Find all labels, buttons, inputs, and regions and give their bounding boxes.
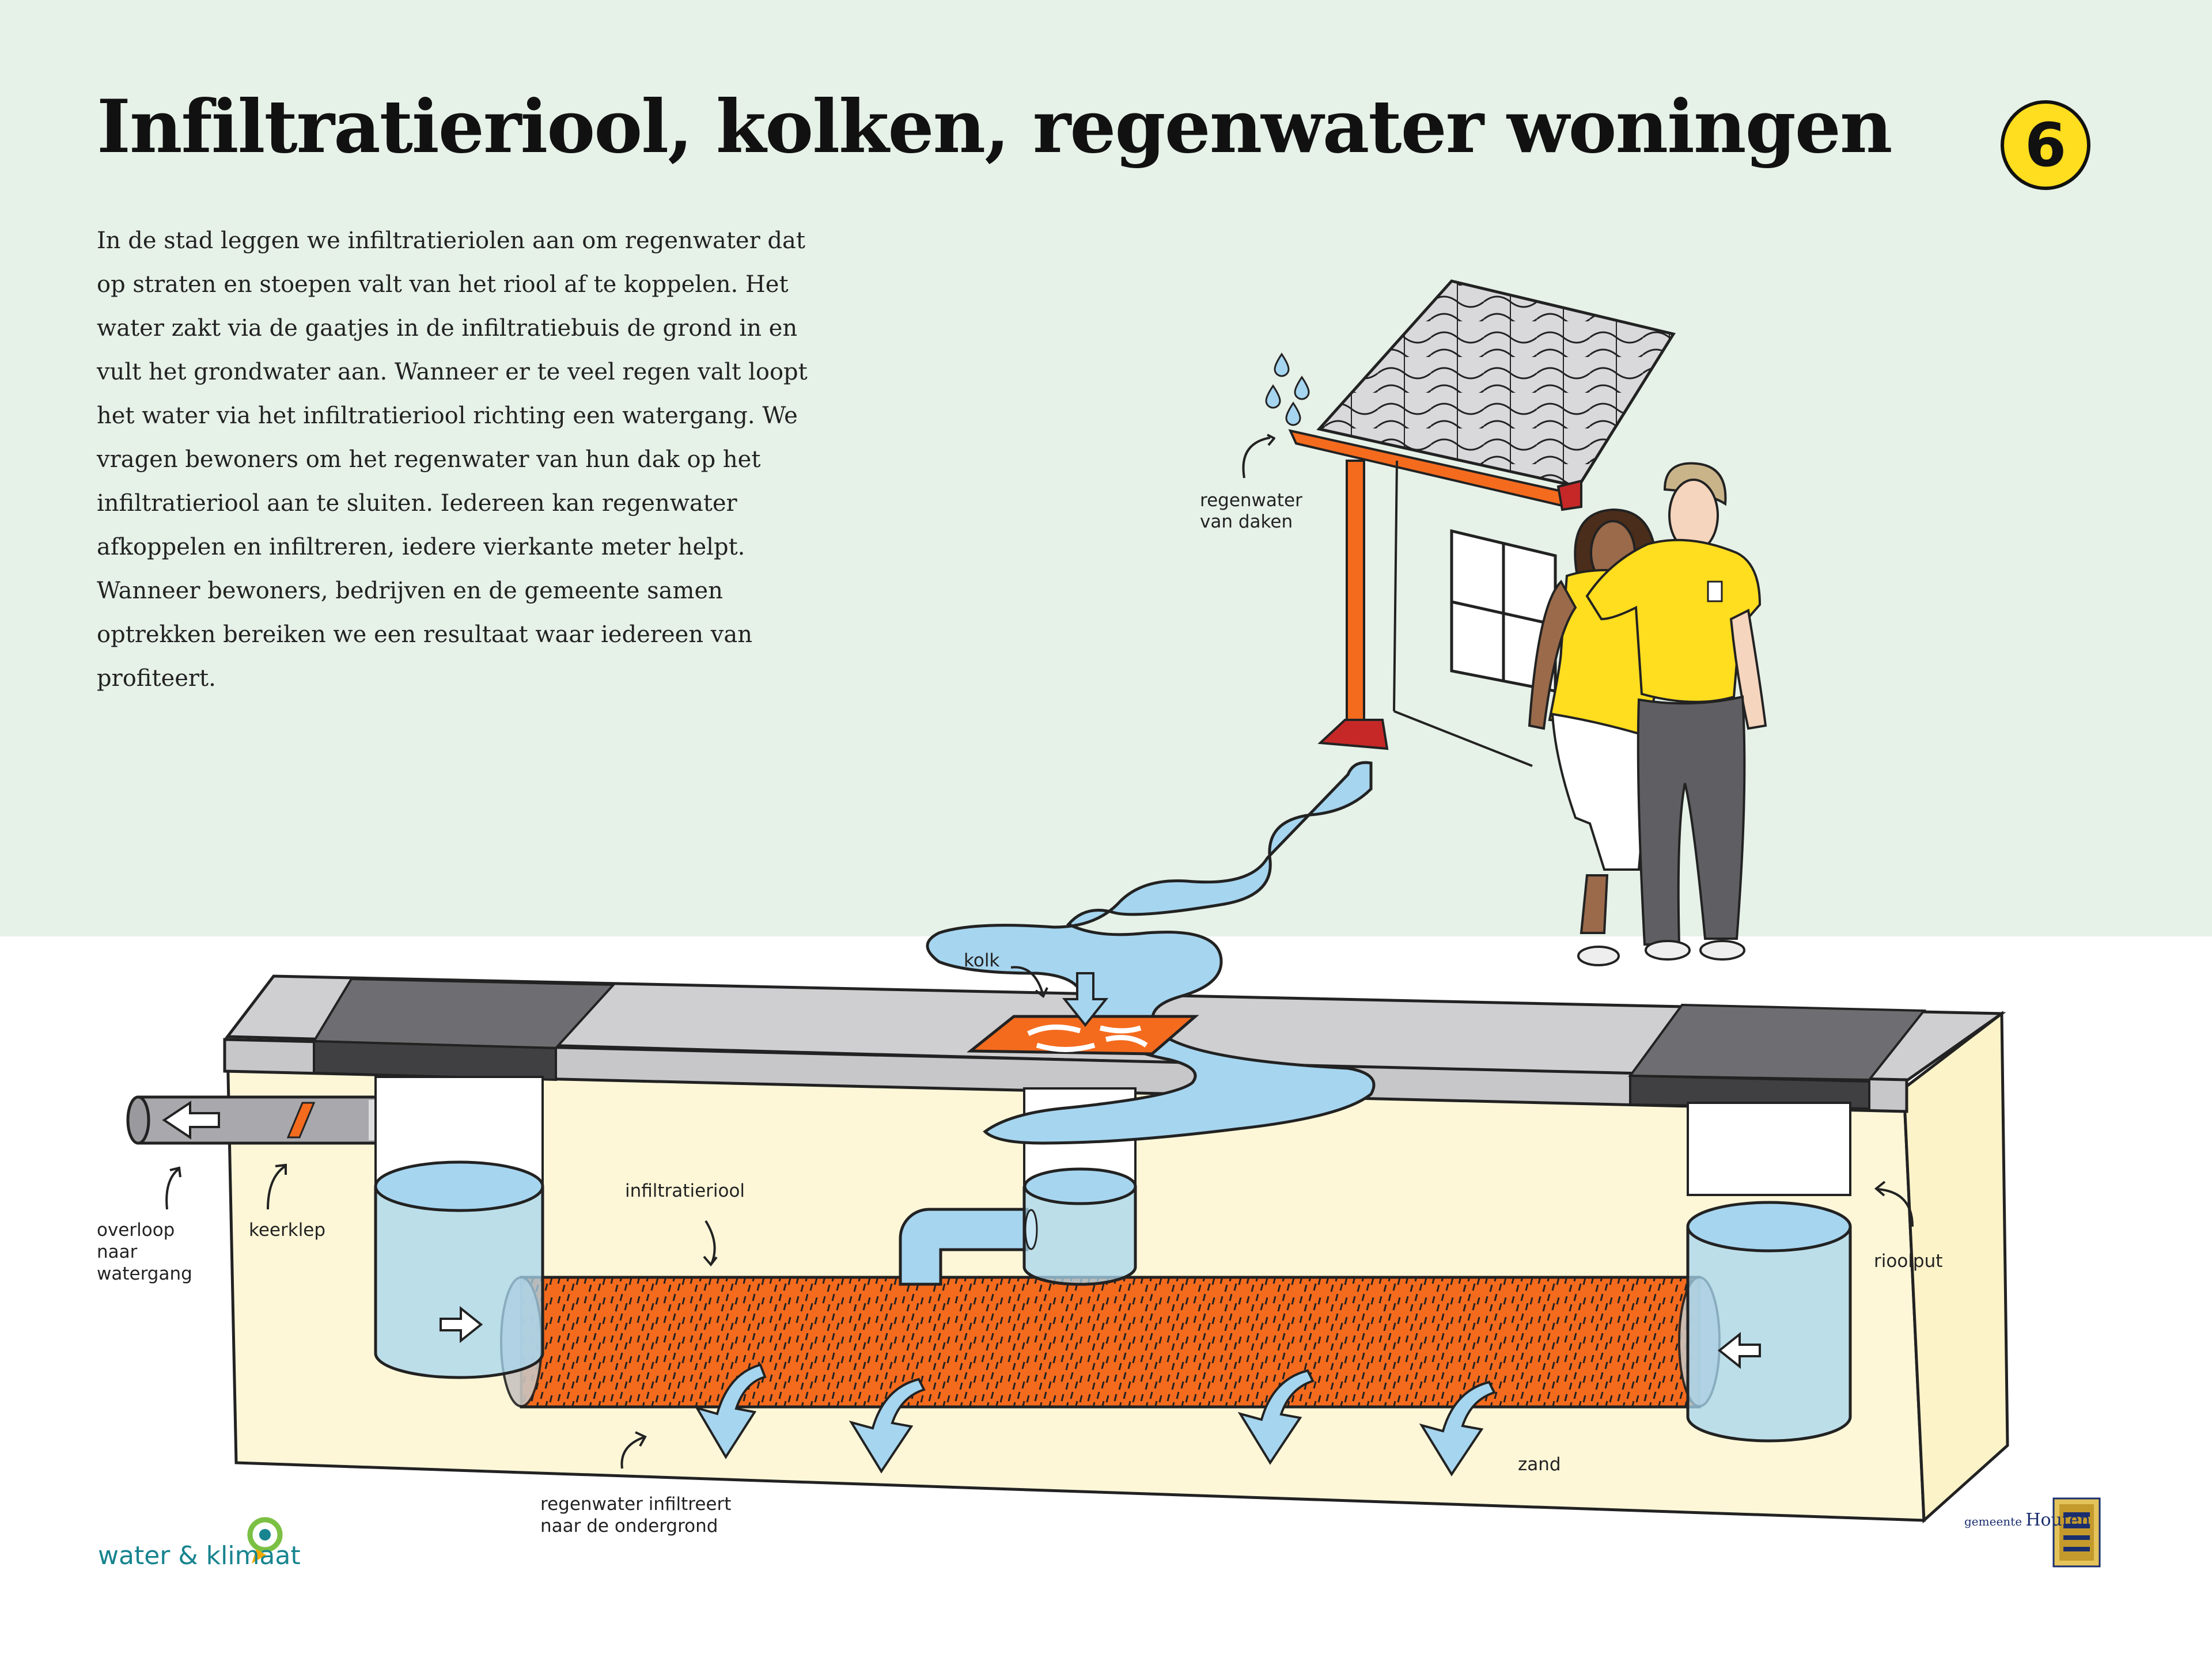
arrow-icon	[1242, 437, 1271, 479]
downpipe-icon	[1346, 460, 1365, 727]
water-stream	[926, 761, 1376, 1145]
woman-legs	[1580, 874, 1609, 934]
houten-coat-of-arms-icon	[2052, 1497, 2101, 1568]
asphalt-left-front	[313, 1039, 557, 1082]
arrow-icon	[169, 1166, 181, 1178]
water-klimaat-logo-icon	[247, 1517, 283, 1564]
diagram-labels: regenwater van daken kolk infiltratierio…	[97, 490, 1942, 1536]
raindrop-icon	[1265, 352, 1310, 426]
label-infiltreert-1: regenwater infiltreert	[540, 1494, 731, 1515]
label-rioolput: rioolput	[1874, 1251, 1942, 1272]
houten-logo: gemeente Houten	[1964, 1510, 2090, 1530]
woman-arm	[1528, 579, 1577, 730]
label-overloop-3: watergang	[97, 1263, 192, 1284]
man-trousers	[1637, 695, 1746, 946]
woman-shoe	[1577, 946, 1620, 966]
man-arm	[1729, 609, 1767, 730]
label-keerklep: keerklep	[249, 1220, 325, 1240]
arrow-icon	[1267, 434, 1275, 446]
arrow-icon	[1874, 1181, 1886, 1197]
arrow-icon	[635, 1431, 647, 1447]
label-infiltratieriool: infiltratieriool	[625, 1181, 745, 1201]
couple-illustration	[1528, 462, 1767, 966]
arrow-icon	[704, 1220, 716, 1265]
arrow-icon	[1062, 972, 1109, 1027]
houten-name: Houten	[2025, 1510, 2091, 1530]
downpipe-shoe	[1317, 719, 1389, 750]
wall-base	[1393, 710, 1533, 767]
overflow-pipe	[126, 1095, 409, 1145]
roof-tiles-icon	[1316, 279, 1676, 488]
right-shaft	[1687, 1102, 1851, 1196]
label-overloop-2: naar	[97, 1242, 138, 1262]
name-badge	[1707, 580, 1723, 602]
wall-edge	[1393, 460, 1398, 712]
label-infiltreert-2: naar de ondergrond	[540, 1516, 718, 1536]
label-overloop-1: overloop	[97, 1220, 175, 1240]
number-badge-icon: 6	[2001, 100, 2090, 190]
arrow-icon	[1010, 966, 1044, 994]
arrow-icon	[267, 1165, 286, 1210]
asphalt-right-front	[1629, 1074, 1870, 1110]
man-shoe-left	[1645, 940, 1691, 961]
page-title: Infiltratieriool, kolken, regenwater won…	[97, 84, 1892, 169]
gutter-end	[1556, 479, 1582, 511]
arrow-icon	[165, 1168, 180, 1210]
label-kolk: kolk	[964, 950, 999, 971]
intro-text: In de stad leggen we infiltratieriolen a…	[97, 227, 808, 692]
keerklep-icon	[286, 1102, 316, 1139]
infiltration-arrows	[694, 1363, 1496, 1477]
label-roof-water-2: van daken	[1200, 511, 1293, 532]
arrow-icon	[1237, 1369, 1315, 1465]
water-klimaat-logo: water & klimaat	[98, 1541, 301, 1570]
arrow-icon	[1717, 1331, 1761, 1369]
header-background	[0, 0, 2212, 936]
left-manhole	[374, 1160, 544, 1379]
pavement-front	[223, 1038, 1908, 1113]
gully-pot	[899, 1167, 1137, 1286]
arrow-icon	[1877, 1188, 1914, 1227]
sand-side	[1902, 1010, 2009, 1524]
man-shoe-right	[1699, 940, 1745, 961]
label-arrows	[165, 434, 1914, 1469]
arrow-icon	[620, 1436, 646, 1469]
arrow-icon	[694, 1363, 767, 1459]
houten-prefix: gemeente	[1964, 1515, 2022, 1528]
arrow-icon	[275, 1163, 287, 1175]
arrow-icon	[849, 1378, 926, 1474]
arrow-icon	[1419, 1380, 1496, 1477]
label-zand: zand	[1518, 1454, 1561, 1475]
woman-trousers	[1551, 712, 1652, 871]
arrow-icon	[162, 1101, 220, 1140]
right-manhole	[1686, 1201, 1852, 1443]
house-roof	[1265, 279, 1676, 767]
label-roof-water: regenwater	[1200, 490, 1302, 511]
infiltration-pipe	[500, 1276, 1721, 1409]
arrow-icon	[703, 1255, 718, 1267]
arrow-icon	[440, 1306, 483, 1344]
arrow-icon	[1035, 987, 1048, 999]
